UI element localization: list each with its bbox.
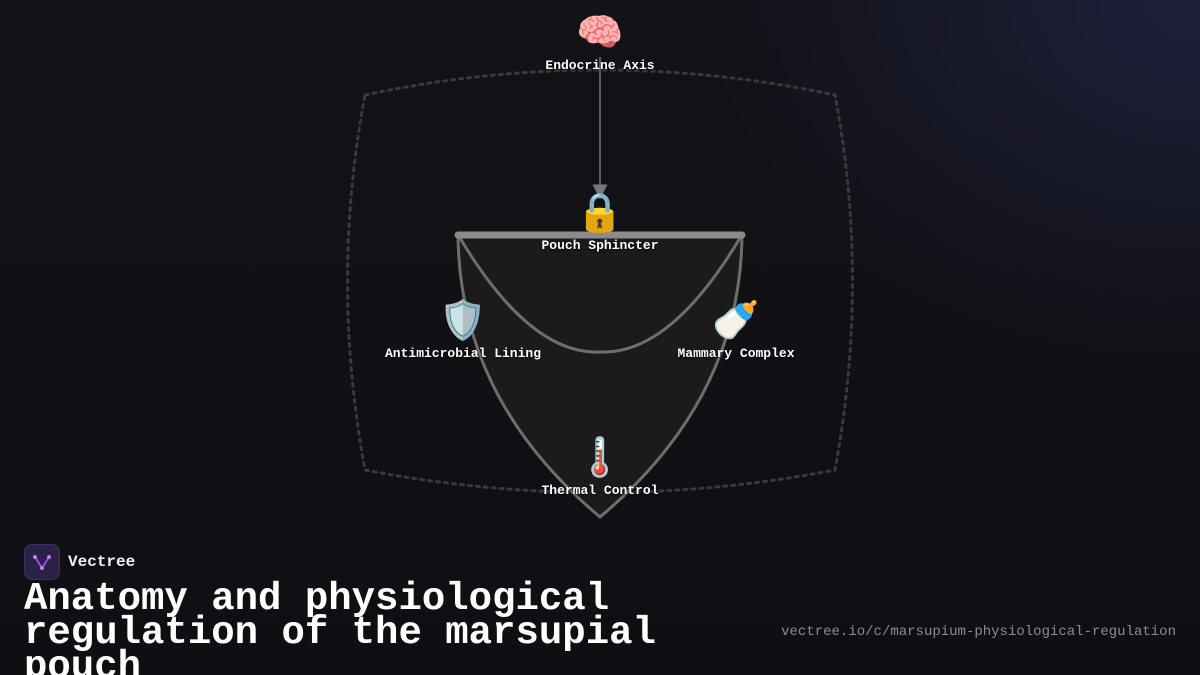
node-label: Endocrine Axis [545, 58, 655, 73]
shield-icon: 🛡️ [439, 298, 487, 342]
node-endocrine-axis[interactable]: 🧠 Endocrine Axis [545, 10, 654, 73]
node-antimicrobial-lining[interactable]: 🛡️ Antimicrobial Lining [385, 298, 541, 361]
node-label: Pouch Sphincter [541, 238, 659, 253]
pouch-body [456, 234, 744, 519]
body-outline [346, 68, 854, 494]
vectree-logo-icon [24, 544, 60, 580]
node-thermal-control[interactable]: 🌡️ Thermal Control [541, 435, 658, 498]
node-pouch-sphincter[interactable]: 🔒 Pouch Sphincter [541, 190, 658, 253]
pouch-inner-fold [458, 237, 742, 354]
page-title: Anatomy and physiological regulation of … [24, 577, 656, 675]
node-label: Antimicrobial Lining [384, 346, 542, 361]
brain-icon: 🧠 [576, 10, 624, 54]
node-label: Thermal Control [541, 483, 659, 498]
node-mammary-complex[interactable]: 🍼 Mammary Complex [677, 298, 794, 361]
node-label: Mammary Complex [677, 346, 795, 361]
baby-bottle-icon: 🍼 [712, 298, 760, 342]
source-url[interactable]: vectree.io/c/marsupium-physiological-reg… [781, 624, 1176, 640]
brand[interactable]: Vectree [24, 544, 135, 580]
lock-icon: 🔒 [576, 190, 624, 234]
thermometer-icon: 🌡️ [576, 435, 624, 479]
brand-name: Vectree [68, 553, 136, 571]
